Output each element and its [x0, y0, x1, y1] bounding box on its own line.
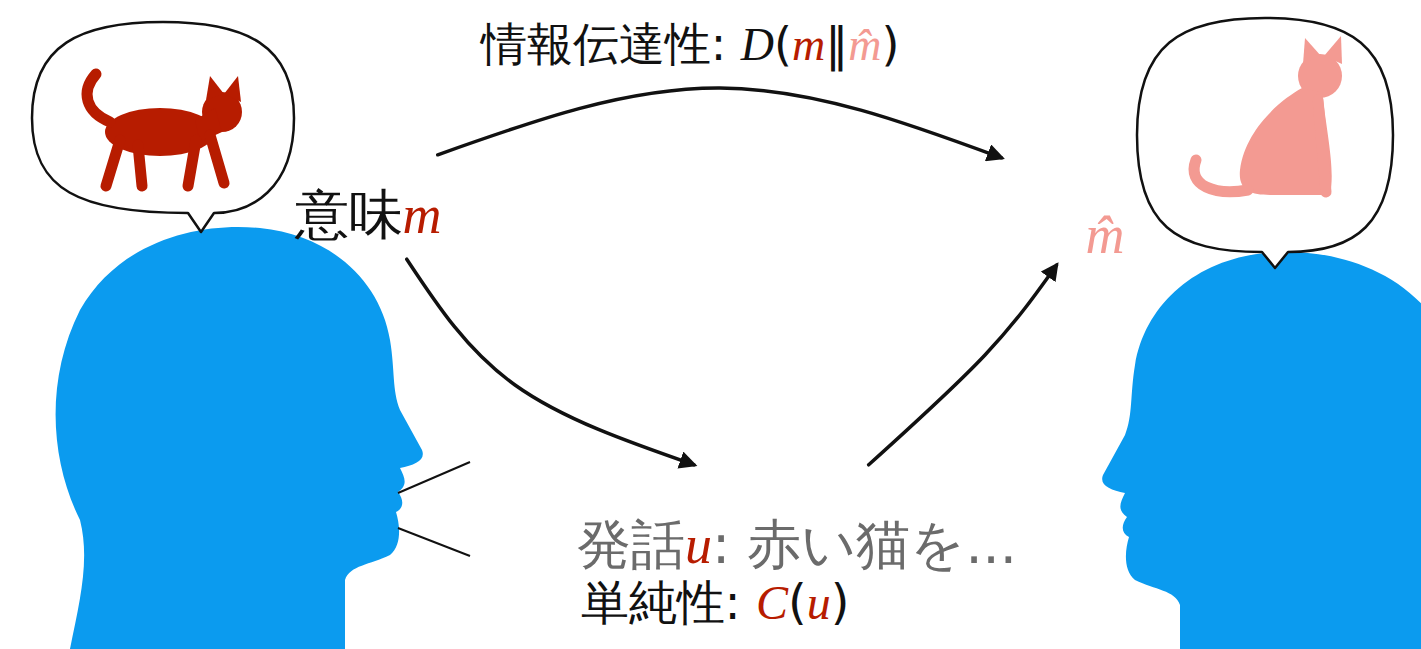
cat-icon: [87, 74, 242, 186]
text-node: m̂: [1082, 203, 1129, 267]
text-run: ): [881, 17, 899, 71]
head-silhouette: [1102, 252, 1421, 649]
edge-label-text: 情報伝達性: D(m‖m̂): [481, 19, 900, 71]
text-run: m̂: [848, 19, 881, 70]
text-node: 発話u: 赤い猫を...: [573, 513, 1021, 577]
text-run: m̂: [1086, 205, 1125, 265]
node-text: m̂: [1086, 205, 1125, 265]
arrow-connector: [438, 88, 1002, 158]
speech-line: [398, 528, 470, 556]
text-run: (: [774, 17, 792, 71]
edge-label: 情報伝達性: D(m‖m̂): [477, 17, 904, 73]
text-run: ‖: [825, 17, 848, 71]
thought-bubble: [32, 22, 294, 232]
text-run: m: [403, 185, 442, 245]
text-run: 発話: [577, 513, 685, 576]
text-run: (: [788, 574, 807, 630]
text-run: 情報伝達性:: [481, 17, 741, 71]
text-run: m: [792, 19, 825, 70]
annotation-label: 単純性: C(u): [577, 574, 854, 632]
head-silhouette: [56, 227, 423, 649]
text-run: D: [741, 19, 774, 70]
text-run: u: [807, 576, 831, 629]
thought-bubble: [1137, 18, 1393, 268]
label-text: 単純性: C(u): [581, 576, 850, 630]
text-run: ): [831, 574, 850, 630]
arrow-connector: [869, 265, 1057, 465]
text-node: 意味m: [291, 183, 446, 247]
speech-line: [398, 462, 470, 493]
text-run: u: [685, 515, 712, 575]
text-run: C: [756, 576, 788, 629]
text-run: 意味: [295, 183, 403, 246]
node-text: 発話u: 赤い猫を...: [577, 515, 1017, 575]
cat-icon: [1194, 36, 1342, 195]
text-run: : 赤い猫を...: [712, 513, 1017, 576]
text-run: 単純性:: [581, 574, 756, 630]
node-text: 意味m: [295, 185, 442, 245]
arrow-connector: [407, 259, 694, 465]
